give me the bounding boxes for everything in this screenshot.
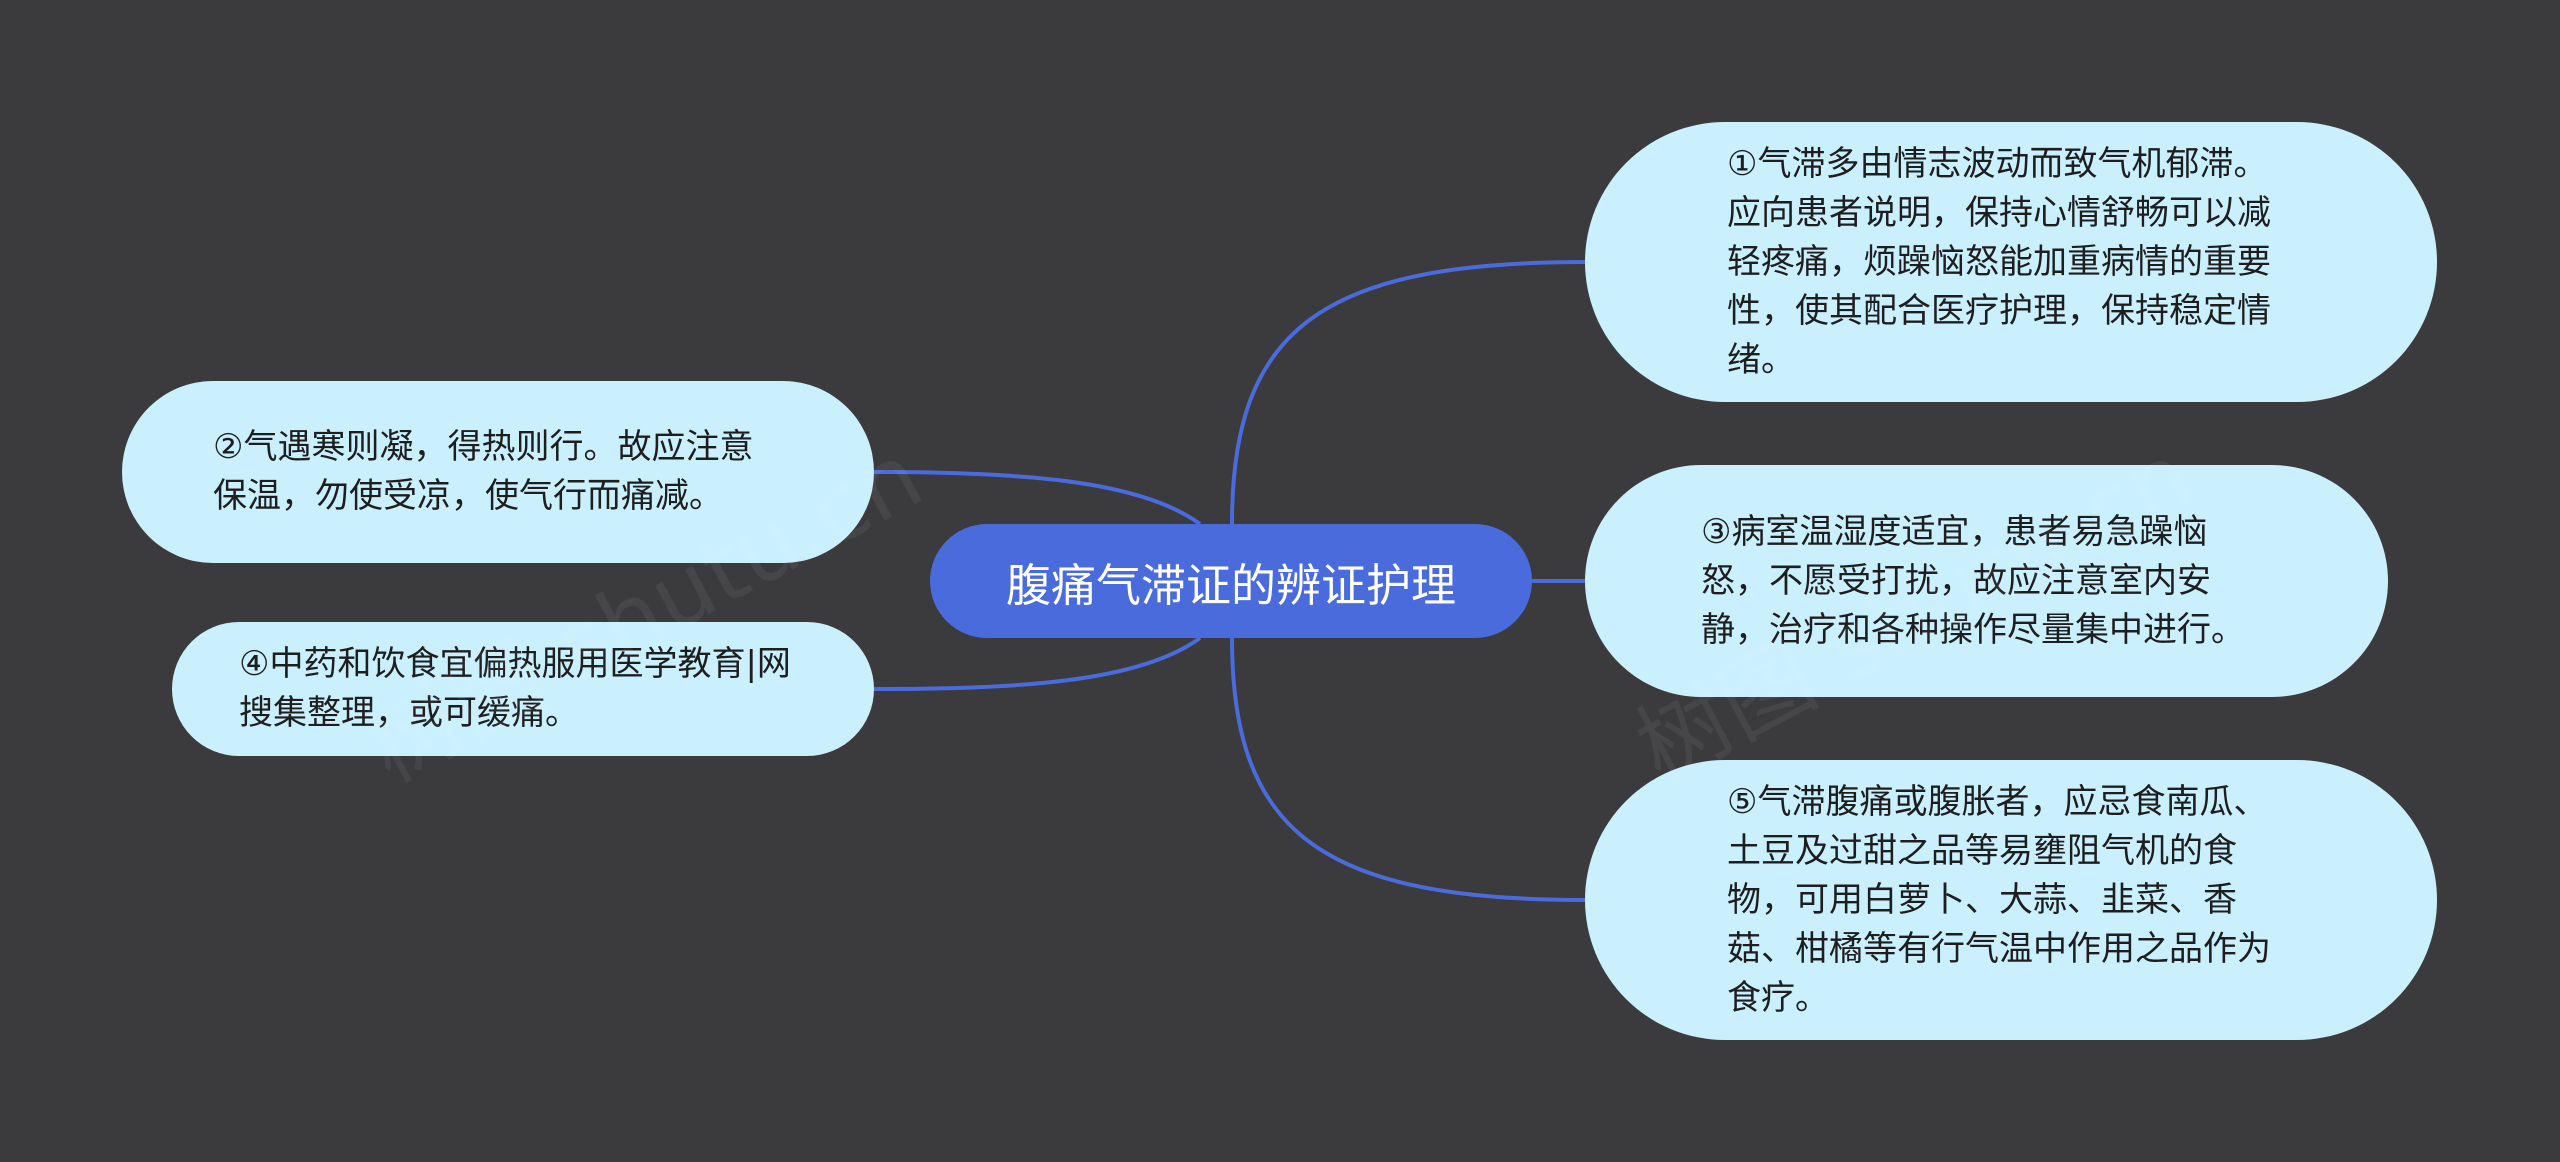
branch-node-2[interactable]: ②气遇寒则凝，得热则行。故应注意保温，勿使受凉，使气行而痛减。 — [122, 381, 874, 563]
branch-node-3-text: ③病室温湿度适宜，患者易急躁恼怒，不愿受打扰，故应注意室内安静，治疗和各种操作尽… — [1701, 511, 2245, 650]
branch-node-4[interactable]: ④中药和饮食宜偏热服用医学教育|网搜集整理，或可缓痛。 — [172, 622, 874, 756]
branch-node-1-text: ①气滞多由情志波动而致气机郁滞。应向患者说明，保持心情舒畅可以减轻疼痛，烦躁恼怒… — [1727, 143, 2271, 380]
connector-to-branch-5 — [1230, 637, 1586, 902]
branch-node-5-text: ⑤气滞腹痛或腹胀者，应忌食南瓜、土豆及过甜之品等易壅阻气机的食物，可用白萝卜、大… — [1727, 781, 2271, 1018]
connector-to-branch-4 — [873, 636, 1202, 691]
branch-node-3[interactable]: ③病室温湿度适宜，患者易急躁恼怒，不愿受打扰，故应注意室内安静，治疗和各种操作尽… — [1585, 465, 2388, 697]
branch-node-1[interactable]: ①气滞多由情志波动而致气机郁滞。应向患者说明，保持心情舒畅可以减轻疼痛，烦躁恼怒… — [1585, 122, 2437, 402]
branch-node-4-text: ④中药和饮食宜偏热服用医学教育|网搜集整理，或可缓痛。 — [239, 644, 791, 733]
branch-node-5[interactable]: ⑤气滞腹痛或腹胀者，应忌食南瓜、土豆及过甜之品等易壅阻气机的食物，可用白萝卜、大… — [1585, 760, 2437, 1040]
central-topic-node[interactable]: 腹痛气滞证的辨证护理 — [930, 524, 1532, 638]
central-topic-label: 腹痛气滞证的辨证护理 — [1005, 558, 1456, 612]
branch-node-2-text: ②气遇寒则凝，得热则行。故应注意保温，勿使受凉，使气行而痛减。 — [213, 427, 754, 516]
connector-to-branch-1 — [1230, 260, 1586, 525]
